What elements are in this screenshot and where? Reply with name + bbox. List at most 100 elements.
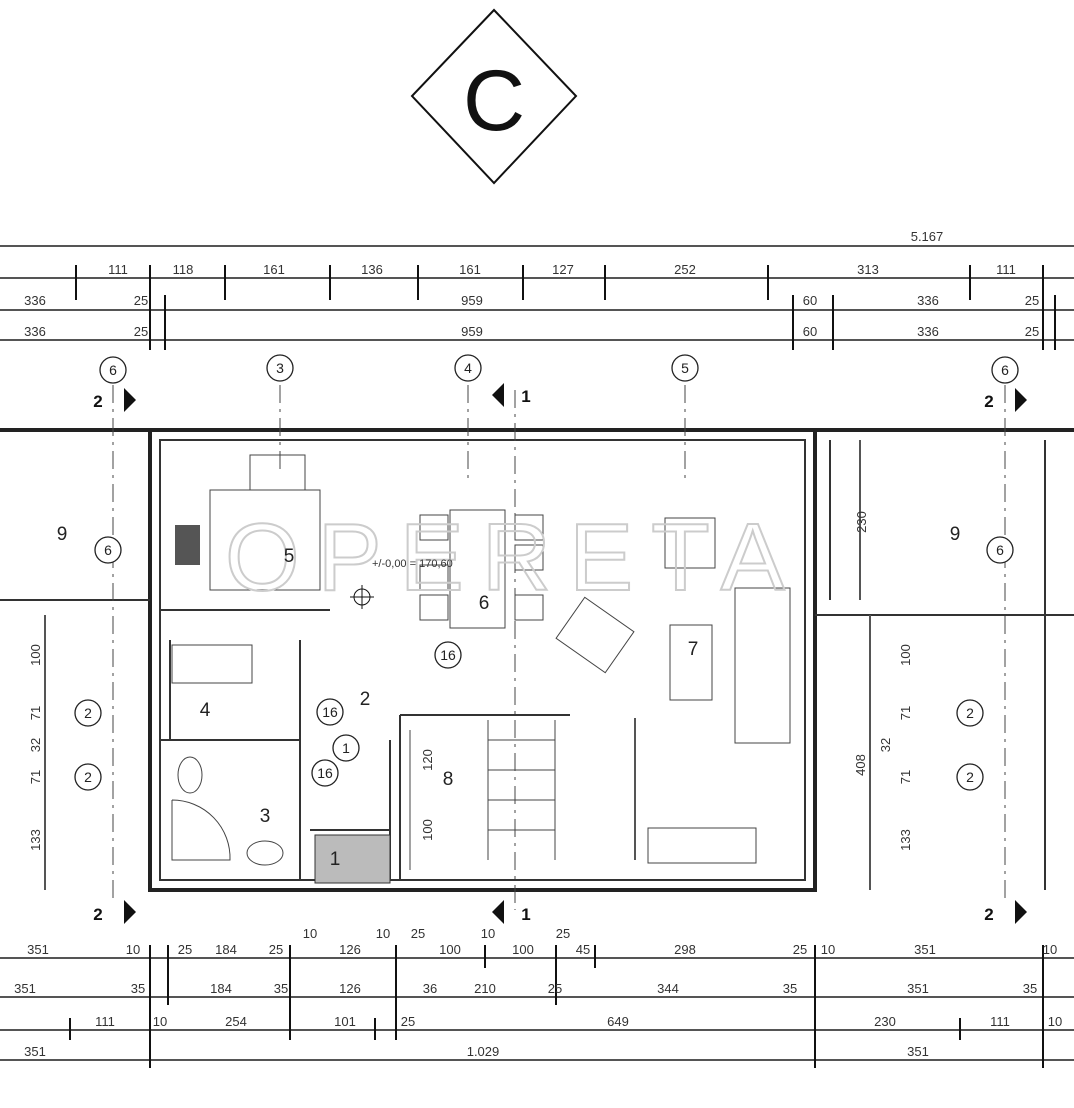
dimension-text: 120 xyxy=(420,749,435,771)
level-note: +/-0,00 = 170,60 xyxy=(372,558,453,570)
section-arrow-icon xyxy=(1015,900,1027,924)
dimension-text: 36 xyxy=(423,981,437,996)
dimension-text: 1.029 xyxy=(467,1044,500,1059)
dimension-text: 71 xyxy=(898,770,913,784)
dimension-text: 127 xyxy=(552,262,574,277)
dimension-text: 25 xyxy=(548,981,562,996)
walls xyxy=(0,428,1074,892)
room-number: 8 xyxy=(443,769,454,790)
section-arrow-icon xyxy=(492,900,504,924)
dimension-text: 35 xyxy=(783,981,797,996)
dimension-text: 351 xyxy=(24,1044,46,1059)
section-markers: 2 2 2 2 1 1 xyxy=(93,383,1027,924)
axis-label: 6 xyxy=(109,362,117,378)
dimension-text: 10 xyxy=(376,926,390,941)
section-arrow-icon xyxy=(1015,388,1027,412)
dimension-text: 25 xyxy=(556,926,570,941)
dimension-text: 60 xyxy=(803,293,817,308)
axis-label: 5 xyxy=(681,360,689,376)
axis-label: 2 xyxy=(84,705,92,721)
dimension-text: 336 xyxy=(24,293,46,308)
room-number: 9 xyxy=(950,524,961,545)
dimension-text: 100 xyxy=(420,819,435,841)
dimension-text: 25 xyxy=(411,926,425,941)
dimension-text: 35 xyxy=(1023,981,1037,996)
dimension-text: 351 xyxy=(27,942,49,957)
dimension-text: 649 xyxy=(607,1014,629,1029)
dimension-text: 408 xyxy=(853,754,868,776)
dimension-text: 161 xyxy=(459,262,481,277)
section-label: 1 xyxy=(521,387,530,406)
axis-label: 1 xyxy=(342,740,350,756)
section-arrow-icon xyxy=(492,383,504,407)
room-number: 7 xyxy=(688,639,699,660)
dimension-text: 71 xyxy=(28,770,43,784)
dimension-text: 101 xyxy=(334,1014,356,1029)
section-label: 2 xyxy=(93,392,102,411)
dimension-text: 336 xyxy=(917,293,939,308)
room-number: 3 xyxy=(260,806,271,827)
dimension-text: 136 xyxy=(361,262,383,277)
section-label: 2 xyxy=(93,905,102,924)
bottom-dimensions: 351 10 25 184 25 10 126 10 25 100 10 100… xyxy=(0,926,1074,1068)
dimension-text: 45 xyxy=(576,942,590,957)
dimension-text: 133 xyxy=(898,829,913,851)
dimension-text: 25 xyxy=(793,942,807,957)
axis-label: 6 xyxy=(1001,362,1009,378)
top-dimensions: 5.167 111 118 161 136 161 127 252 313 11… xyxy=(0,229,1074,350)
dimension-text: 32 xyxy=(878,738,893,752)
dimension-text: 254 xyxy=(225,1014,247,1029)
dimension-text: 184 xyxy=(215,942,237,957)
dimension-text: 184 xyxy=(210,981,232,996)
dimension-text: 10 xyxy=(1043,942,1057,957)
dimension-text: 25 xyxy=(401,1014,415,1029)
dimension-text: 32 xyxy=(28,738,43,752)
dimension-text: 351 xyxy=(14,981,36,996)
room-numbers: 9 5 6 7 2 4 3 8 1 9 xyxy=(57,524,961,870)
dimension-text: 100 xyxy=(439,942,461,957)
dimension-text: 210 xyxy=(474,981,496,996)
dimension-text: 25 xyxy=(178,942,192,957)
dimension-text: 336 xyxy=(917,324,939,339)
dimension-text: 126 xyxy=(339,942,361,957)
dimension-text: 10 xyxy=(1048,1014,1062,1029)
dimension-text: 111 xyxy=(996,262,1016,277)
axis-label: 16 xyxy=(440,647,456,663)
axis-label: 3 xyxy=(276,360,284,376)
dimension-text: 10 xyxy=(821,942,835,957)
dimension-text: 10 xyxy=(153,1014,167,1029)
room-number: 1 xyxy=(330,849,341,870)
dimension-text: 71 xyxy=(28,706,43,720)
dimension-text: 351 xyxy=(907,1044,929,1059)
room-number: 4 xyxy=(200,700,211,721)
dimension-text: 133 xyxy=(28,829,43,851)
section-label: 2 xyxy=(984,905,993,924)
dimension-text: 230 xyxy=(854,511,869,533)
axis-lines xyxy=(112,385,1006,910)
section-arrow-icon xyxy=(124,388,136,412)
dimension-text: 100 xyxy=(898,644,913,666)
side-dimensions: 100 71 32 71 133 408 100 71 32 71 133 23… xyxy=(28,440,913,890)
dimension-text: 10 xyxy=(303,926,317,941)
dimension-text: 298 xyxy=(674,942,696,957)
dimension-text: 25 xyxy=(134,293,148,308)
section-label: 2 xyxy=(984,392,993,411)
dimension-text: 351 xyxy=(914,942,936,957)
dimension-text: 25 xyxy=(1025,293,1039,308)
dimension-text: 252 xyxy=(674,262,696,277)
dimension-text: 35 xyxy=(274,981,288,996)
axis-markers xyxy=(74,354,1019,791)
axis-label: 16 xyxy=(322,704,338,720)
axis-label: 16 xyxy=(317,765,333,781)
level-marker-icon xyxy=(350,585,374,609)
room-number: 9 xyxy=(57,524,68,545)
section-label: 1 xyxy=(521,905,530,924)
watermark: OPERETA xyxy=(225,504,803,611)
dimension-text: 118 xyxy=(173,262,194,277)
dimension-text: 100 xyxy=(512,942,534,957)
dimension-text: 313 xyxy=(857,262,879,277)
section-arrow-icon xyxy=(124,900,136,924)
dimension-text: 230 xyxy=(874,1014,896,1029)
dimension-text: 336 xyxy=(24,324,46,339)
dimension-text: 100 xyxy=(28,644,43,666)
